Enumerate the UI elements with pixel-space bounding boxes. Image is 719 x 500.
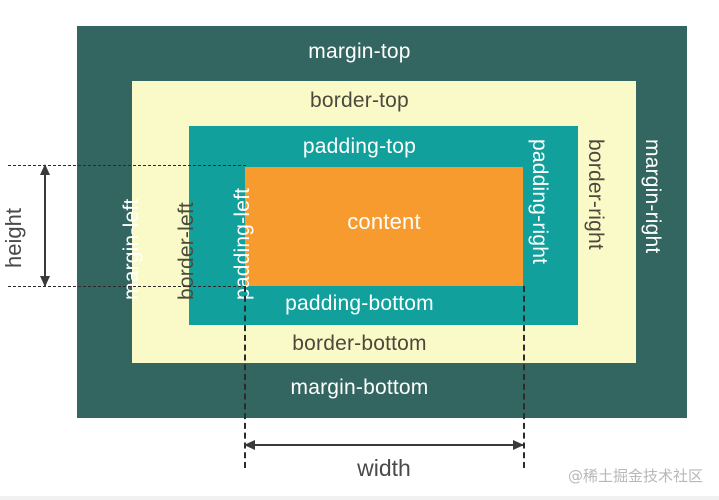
padding-left-label: padding-left xyxy=(231,187,254,300)
width-label: width xyxy=(357,455,411,481)
bottom-divider xyxy=(0,496,719,500)
border-bottom-label: border-bottom xyxy=(292,332,427,355)
content-left-guide-line xyxy=(244,286,246,468)
height-measure-arrow xyxy=(40,164,50,287)
content-bottom-guide-line xyxy=(8,286,246,287)
border-top-label: border-top xyxy=(310,89,409,112)
margin-right-label: margin-right xyxy=(641,139,664,254)
content-box xyxy=(245,167,523,286)
padding-right-label: padding-right xyxy=(528,139,551,265)
border-right-label: border-right xyxy=(584,139,607,250)
width-measure-arrow xyxy=(244,440,524,450)
margin-left-label: margin-left xyxy=(120,198,143,300)
margin-top-label: margin-top xyxy=(308,40,411,63)
height-label: height xyxy=(0,208,26,268)
padding-top-label: padding-top xyxy=(302,135,417,158)
padding-bottom-label: padding-bottom xyxy=(285,292,434,315)
watermark-text: @稀土掘金技术社区 xyxy=(567,467,703,485)
content-label: content xyxy=(347,209,421,234)
margin-bottom-label: margin-bottom xyxy=(290,376,429,399)
content-right-guide-line xyxy=(523,286,525,468)
content-top-guide-line xyxy=(8,165,246,166)
